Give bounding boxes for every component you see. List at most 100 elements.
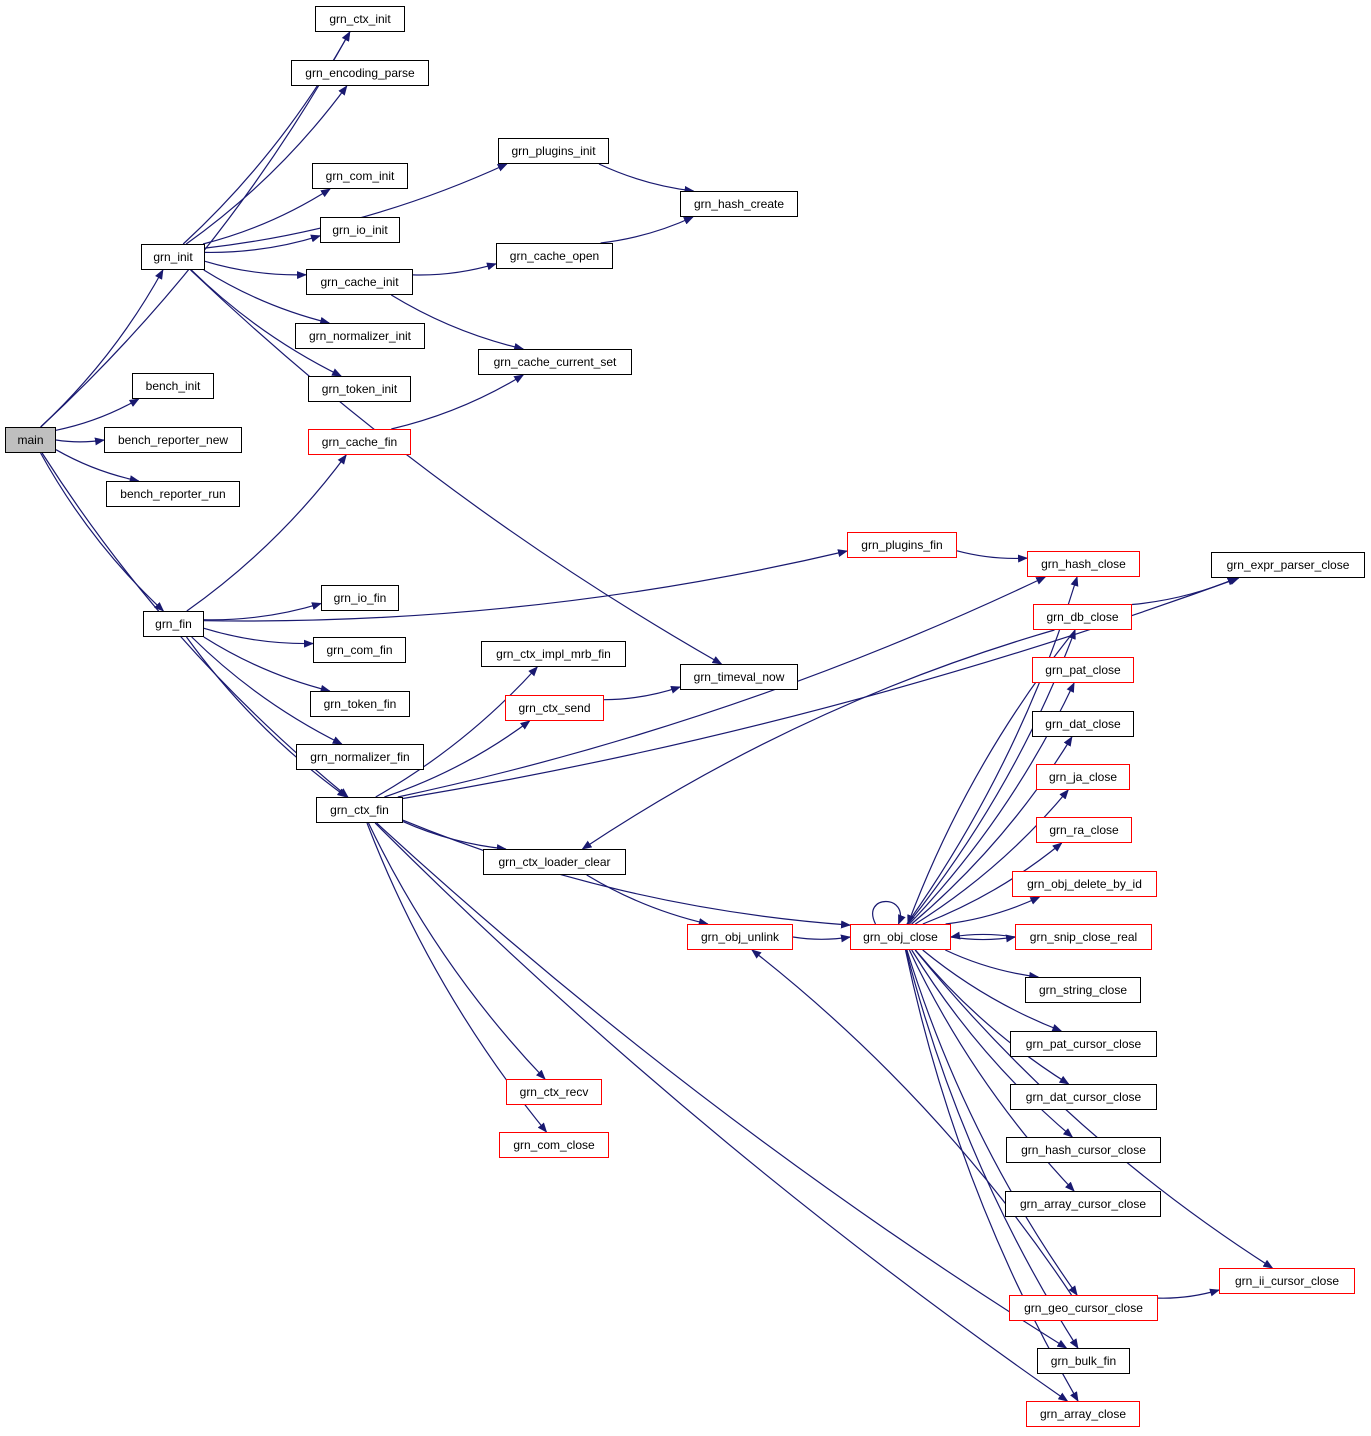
edge-grn-init-to-grn-normalizer-init [203, 269, 331, 325]
edge-main-to-grn-init [40, 269, 164, 428]
edge-grn-init-to-grn-cache-init [204, 260, 307, 280]
edge-grn-obj-close-to-grn-hash-cursor-close [911, 949, 1074, 1138]
node-grn-hash-cursor-close[interactable]: grn_hash_cursor_close [1006, 1137, 1161, 1163]
edge-grn-obj-close-to-grn-dat-cursor-close [914, 949, 1070, 1085]
node-grn-ctx-recv[interactable]: grn_ctx_recv [506, 1079, 602, 1105]
node-grn-normalizer-fin[interactable]: grn_normalizer_fin [296, 744, 424, 770]
node-bench-reporter-run[interactable]: bench_reporter_run [106, 481, 240, 507]
edge-grn-init-to-grn-com-init [202, 188, 331, 245]
node-grn-ii-cursor-close[interactable]: grn_ii_cursor_close [1219, 1268, 1355, 1294]
edge-grn-obj-close-to-grn-pat-cursor-close [922, 949, 1063, 1032]
edge-main-to-bench-reporter-run [55, 449, 140, 484]
node-grn-ra-close[interactable]: grn_ra_close [1036, 817, 1132, 843]
edge-grn-obj-close-to-grn-ra-close [922, 842, 1063, 925]
edge-grn-cache-fin-to-grn-cache-current-set [391, 374, 525, 430]
edge-grn-snip-close-real-to-grn-obj-close [950, 931, 1016, 940]
edge-grn-obj-close-to-grn-ja-close [914, 789, 1069, 925]
node-grn-pat-close[interactable]: grn_pat_close [1032, 657, 1134, 683]
edge-grn-init-to-grn-token-init [190, 269, 342, 377]
node-grn-token-init[interactable]: grn_token_init [308, 376, 411, 402]
edge-grn-obj-unlink-to-grn-obj-close [792, 934, 851, 943]
node-main: main [5, 427, 56, 453]
node-grn-geo-cursor-close[interactable]: grn_geo_cursor_close [1009, 1295, 1158, 1321]
node-grn-dat-cursor-close[interactable]: grn_dat_cursor_close [1010, 1084, 1157, 1110]
node-grn-io-init[interactable]: grn_io_init [320, 217, 400, 243]
node-grn-expr-parser-close[interactable]: grn_expr_parser_close [1211, 552, 1365, 578]
node-grn-plugins-init[interactable]: grn_plugins_init [498, 138, 609, 164]
node-grn-hash-create[interactable]: grn_hash_create [680, 191, 798, 217]
edge-grn-cache-init-to-grn-cache-current-set [390, 294, 525, 351]
edge-grn-init-to-grn-encoding-parse [185, 85, 348, 245]
edge-grn-ctx-fin-to-grn-hash-close [397, 576, 1047, 798]
node-grn-init[interactable]: grn_init [141, 244, 205, 270]
edge-grn-init-to-grn-io-init [204, 234, 321, 254]
edge-grn-db-close-to-grn-expr-parser-close [1131, 577, 1238, 606]
edge-grn-ctx-loader-clear-to-grn-obj-unlink [586, 874, 709, 926]
node-grn-hash-close[interactable]: grn_hash_close [1027, 551, 1140, 577]
node-grn-snip-close-real[interactable]: grn_snip_close_real [1015, 924, 1152, 950]
node-grn-ctx-fin[interactable]: grn_ctx_fin [316, 797, 403, 823]
node-bench-init[interactable]: bench_init [132, 373, 214, 399]
edge-main-to-grn-fin [40, 452, 165, 612]
edge-grn-obj-close-to-grn-array-close [904, 949, 1079, 1402]
node-grn-com-fin[interactable]: grn_com_fin [313, 637, 406, 663]
node-grn-ctx-impl-mrb-fin[interactable]: grn_ctx_impl_mrb_fin [481, 641, 626, 667]
edge-grn-obj-close-to-grn-string-close [945, 949, 1040, 980]
edge-grn-geo-cursor-close-to-grn-obj-unlink [751, 949, 1072, 1296]
node-grn-ctx-send[interactable]: grn_ctx_send [505, 695, 604, 721]
node-grn-com-init[interactable]: grn_com_init [312, 163, 408, 189]
edge-main-to-bench-init [55, 398, 140, 431]
node-grn-io-fin[interactable]: grn_io_fin [321, 585, 399, 611]
node-grn-pat-cursor-close[interactable]: grn_pat_cursor_close [1010, 1031, 1157, 1057]
node-grn-bulk-fin[interactable]: grn_bulk_fin [1037, 1348, 1130, 1374]
node-grn-db-close[interactable]: grn_db_close [1033, 604, 1132, 630]
edge-grn-fin-to-grn-cache-fin [186, 454, 347, 612]
edge-grn-fin-to-grn-com-fin [203, 627, 314, 648]
edge-grn-fin-to-grn-io-fin [203, 602, 322, 621]
node-grn-dat-close[interactable]: grn_dat_close [1032, 711, 1134, 737]
edge-grn-ctx-fin-to-grn-ctx-send [384, 720, 531, 798]
node-grn-ctx-init[interactable]: grn_ctx_init [315, 6, 405, 32]
node-grn-obj-close[interactable]: grn_obj_close [850, 924, 951, 950]
edge-grn-db-close-to-grn-ctx-loader-clear [581, 629, 1055, 850]
node-grn-cache-open[interactable]: grn_cache_open [496, 243, 613, 269]
edge-grn-obj-close-to-grn-dat-close [911, 736, 1073, 925]
edge-grn-obj-close-to-grn-geo-cursor-close [906, 949, 1078, 1296]
edge-grn-ctx-fin-to-grn-ctx-loader-clear [402, 821, 507, 853]
edge-grn-ctx-fin-to-grn-array-close [374, 822, 1069, 1402]
node-grn-timeval-now[interactable]: grn_timeval_now [680, 664, 798, 690]
node-grn-plugins-fin[interactable]: grn_plugins_fin [847, 532, 957, 558]
node-grn-encoding-parse[interactable]: grn_encoding_parse [291, 60, 429, 86]
node-grn-ctx-loader-clear[interactable]: grn_ctx_loader_clear [483, 849, 626, 875]
node-grn-normalizer-init[interactable]: grn_normalizer_init [295, 323, 425, 349]
edge-grn-fin-to-grn-ctx-fin [186, 636, 348, 798]
edge-main-to-bench-reporter-new [55, 437, 105, 446]
edge-grn-ctx-fin-to-grn-bulk-fin [376, 822, 1068, 1349]
edge-grn-fin-to-grn-token-fin [203, 636, 331, 693]
edge-grn-obj-close-to-grn-obj-close [872, 901, 906, 925]
edge-grn-fin-to-grn-plugins-fin [203, 549, 848, 622]
node-grn-obj-delete-by-id[interactable]: grn_obj_delete_by_id [1012, 871, 1157, 897]
node-grn-cache-fin[interactable]: grn_cache_fin [308, 429, 411, 455]
edge-grn-ctx-fin-to-grn-obj-close [402, 819, 851, 929]
edge-grn-ctx-fin-to-grn-ctx-recv [367, 822, 546, 1080]
node-bench-reporter-new[interactable]: bench_reporter_new [104, 427, 242, 453]
node-grn-ja-close[interactable]: grn_ja_close [1036, 764, 1130, 790]
node-grn-array-close[interactable]: grn_array_close [1026, 1401, 1140, 1427]
edge-grn-cache-open-to-grn-hash-create [600, 216, 694, 244]
node-grn-fin[interactable]: grn_fin [143, 611, 204, 637]
node-grn-token-fin[interactable]: grn_token_fin [310, 691, 410, 717]
edge-grn-plugins-init-to-grn-hash-create [598, 163, 695, 194]
edge-grn-geo-cursor-close-to-grn-ii-cursor-close [1157, 1288, 1220, 1299]
node-grn-cache-current-set[interactable]: grn_cache_current_set [478, 349, 632, 375]
node-grn-obj-unlink[interactable]: grn_obj_unlink [687, 924, 793, 950]
edge-grn-obj-close-to-grn-snip-close-real [950, 934, 1016, 943]
node-grn-cache-init[interactable]: grn_cache_init [306, 269, 413, 295]
edge-grn-obj-close-to-grn-ii-cursor-close [914, 949, 1274, 1269]
node-grn-array-cursor-close[interactable]: grn_array_cursor_close [1005, 1191, 1161, 1217]
edge-grn-init-to-grn-timeval-now [190, 269, 723, 665]
node-grn-com-close[interactable]: grn_com_close [499, 1132, 609, 1158]
node-grn-string-close[interactable]: grn_string_close [1025, 977, 1141, 1003]
edge-grn-obj-close-to-grn-obj-delete-by-id [945, 896, 1041, 925]
edge-grn-ctx-fin-to-grn-ctx-impl-mrb-fin [375, 666, 538, 798]
